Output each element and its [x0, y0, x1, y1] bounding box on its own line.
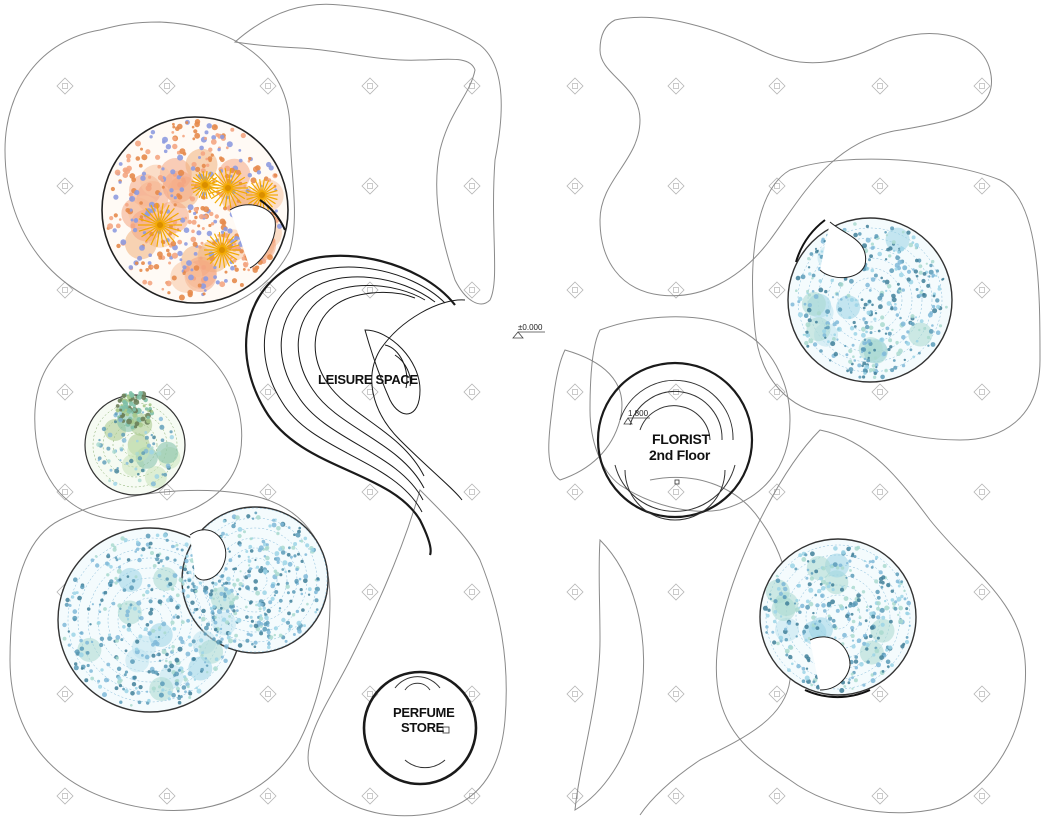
diamond-marker-icon — [871, 787, 889, 805]
perfume-outer-wall — [362, 670, 478, 786]
diamond-marker-icon — [871, 77, 889, 95]
elevation-florist: 1.800 — [628, 409, 649, 418]
diamond-marker-icon — [768, 177, 786, 195]
perfume-label-line2: STORE — [401, 720, 445, 735]
diamond-marker-icon — [768, 787, 786, 805]
diamond-marker-icon — [259, 787, 277, 805]
florist-label-line1: FLORIST — [652, 431, 710, 447]
diamond-marker-icon — [56, 483, 74, 501]
diamond-marker-icon — [463, 483, 481, 501]
florist-outer-wall — [596, 361, 754, 519]
diamond-marker-icon — [56, 77, 74, 95]
diamond-marker-icon — [973, 483, 991, 501]
diamond-marker-icon — [667, 787, 685, 805]
diamond-marker-icon — [566, 77, 584, 95]
outline-florist-wing — [589, 316, 791, 512]
garden-blue-top-right — [787, 217, 953, 383]
diamond-marker-icon — [871, 177, 889, 195]
diamond-marker-icon — [361, 787, 379, 805]
outline-top-left — [4, 21, 295, 318]
diamond-marker-icon — [566, 685, 584, 703]
diamond-marker-icon — [259, 685, 277, 703]
diamond-marker-icon — [667, 583, 685, 601]
warm-planting — [106, 119, 284, 301]
diamond-marker-icon — [973, 77, 991, 95]
diamond-marker-icon — [259, 383, 277, 401]
diamond-marker-icon — [768, 685, 786, 703]
outline-mid-left — [34, 329, 243, 522]
diamond-marker-icon — [667, 177, 685, 195]
cool-planting-right-bottom — [762, 544, 911, 693]
diamond-marker-icon — [566, 383, 584, 401]
diamond-marker-icon — [158, 383, 176, 401]
leisure-space-walls — [245, 254, 466, 556]
diamond-marker-icon — [973, 177, 991, 195]
diamond-marker-icon — [566, 281, 584, 299]
garden-warm-top-left — [101, 116, 289, 304]
diamond-marker-icon — [566, 583, 584, 601]
diamond-marker-icon — [463, 685, 481, 703]
leisure-space-label: LEISURE SPACE — [318, 372, 418, 387]
diamond-marker-icon — [973, 281, 991, 299]
outline-bottom-left — [9, 489, 331, 811]
diamond-marker-icon — [667, 685, 685, 703]
diamond-marker-icon — [361, 281, 379, 299]
diamond-marker-icon — [566, 787, 584, 805]
diamond-marker-icon — [361, 77, 379, 95]
diamond-marker-icon — [871, 483, 889, 501]
garden-blue-bottom-right — [759, 538, 917, 699]
diamond-marker-icon — [973, 787, 991, 805]
outline-top-center — [233, 3, 502, 305]
florist-pavilion — [596, 361, 754, 521]
diamond-marker-icon — [56, 177, 74, 195]
florist-label-line2: 2nd Floor — [649, 447, 711, 463]
cool-planting-right-top — [790, 222, 948, 380]
diamond-marker-icon — [667, 77, 685, 95]
green-planting — [92, 391, 181, 488]
outline-top-right — [599, 16, 992, 297]
diamond-marker-icon — [259, 77, 277, 95]
elevation-marks — [512, 331, 650, 425]
outline-center-wedge — [548, 349, 623, 481]
outline-bottom-center — [307, 489, 507, 817]
garden-blue-bottom-left — [57, 506, 329, 713]
diamond-marker-icon — [463, 787, 481, 805]
diamond-marker-icon — [158, 77, 176, 95]
outline-bottom-right — [715, 429, 1027, 814]
diamond-marker-icon — [768, 281, 786, 299]
diamond-marker-icon — [56, 383, 74, 401]
elevation-ground: ±0.000 — [518, 323, 543, 332]
diamond-marker-icon — [463, 383, 481, 401]
diamond-marker-icon — [259, 281, 277, 299]
garden-green-mid-left — [84, 391, 186, 496]
perfume-label-line1: PERFUME — [393, 705, 455, 720]
diamond-marker-icon — [566, 177, 584, 195]
diamond-marker-icon — [463, 281, 481, 299]
diamond-marker-icon — [973, 583, 991, 601]
diamond-marker-icon — [463, 177, 481, 195]
diamond-marker-icon — [667, 281, 685, 299]
diamond-marker-icon — [667, 483, 685, 501]
diamond-marker-icon — [871, 685, 889, 703]
diamond-marker-icon — [361, 177, 379, 195]
diamond-marker-icon — [361, 483, 379, 501]
outline-left-sliver — [574, 538, 645, 811]
column-marker — [674, 479, 680, 485]
diamond-marker-icon — [56, 281, 74, 299]
diamond-marker-icon — [768, 77, 786, 95]
perfume-pavilion — [362, 670, 478, 786]
diamond-marker-icon — [973, 685, 991, 703]
diamond-marker-icon — [768, 383, 786, 401]
diamond-marker-icon — [158, 787, 176, 805]
landscape-outlines — [4, 3, 1041, 817]
outline-right-top-pocket — [752, 158, 1041, 441]
diamond-marker-icon — [973, 383, 991, 401]
diamond-marker-icon — [56, 685, 74, 703]
diamond-marker-icon — [463, 583, 481, 601]
diamond-marker-icon — [361, 583, 379, 601]
diamond-marker-icon — [56, 787, 74, 805]
diamond-marker-icon — [871, 383, 889, 401]
diamond-marker-icon — [566, 483, 584, 501]
